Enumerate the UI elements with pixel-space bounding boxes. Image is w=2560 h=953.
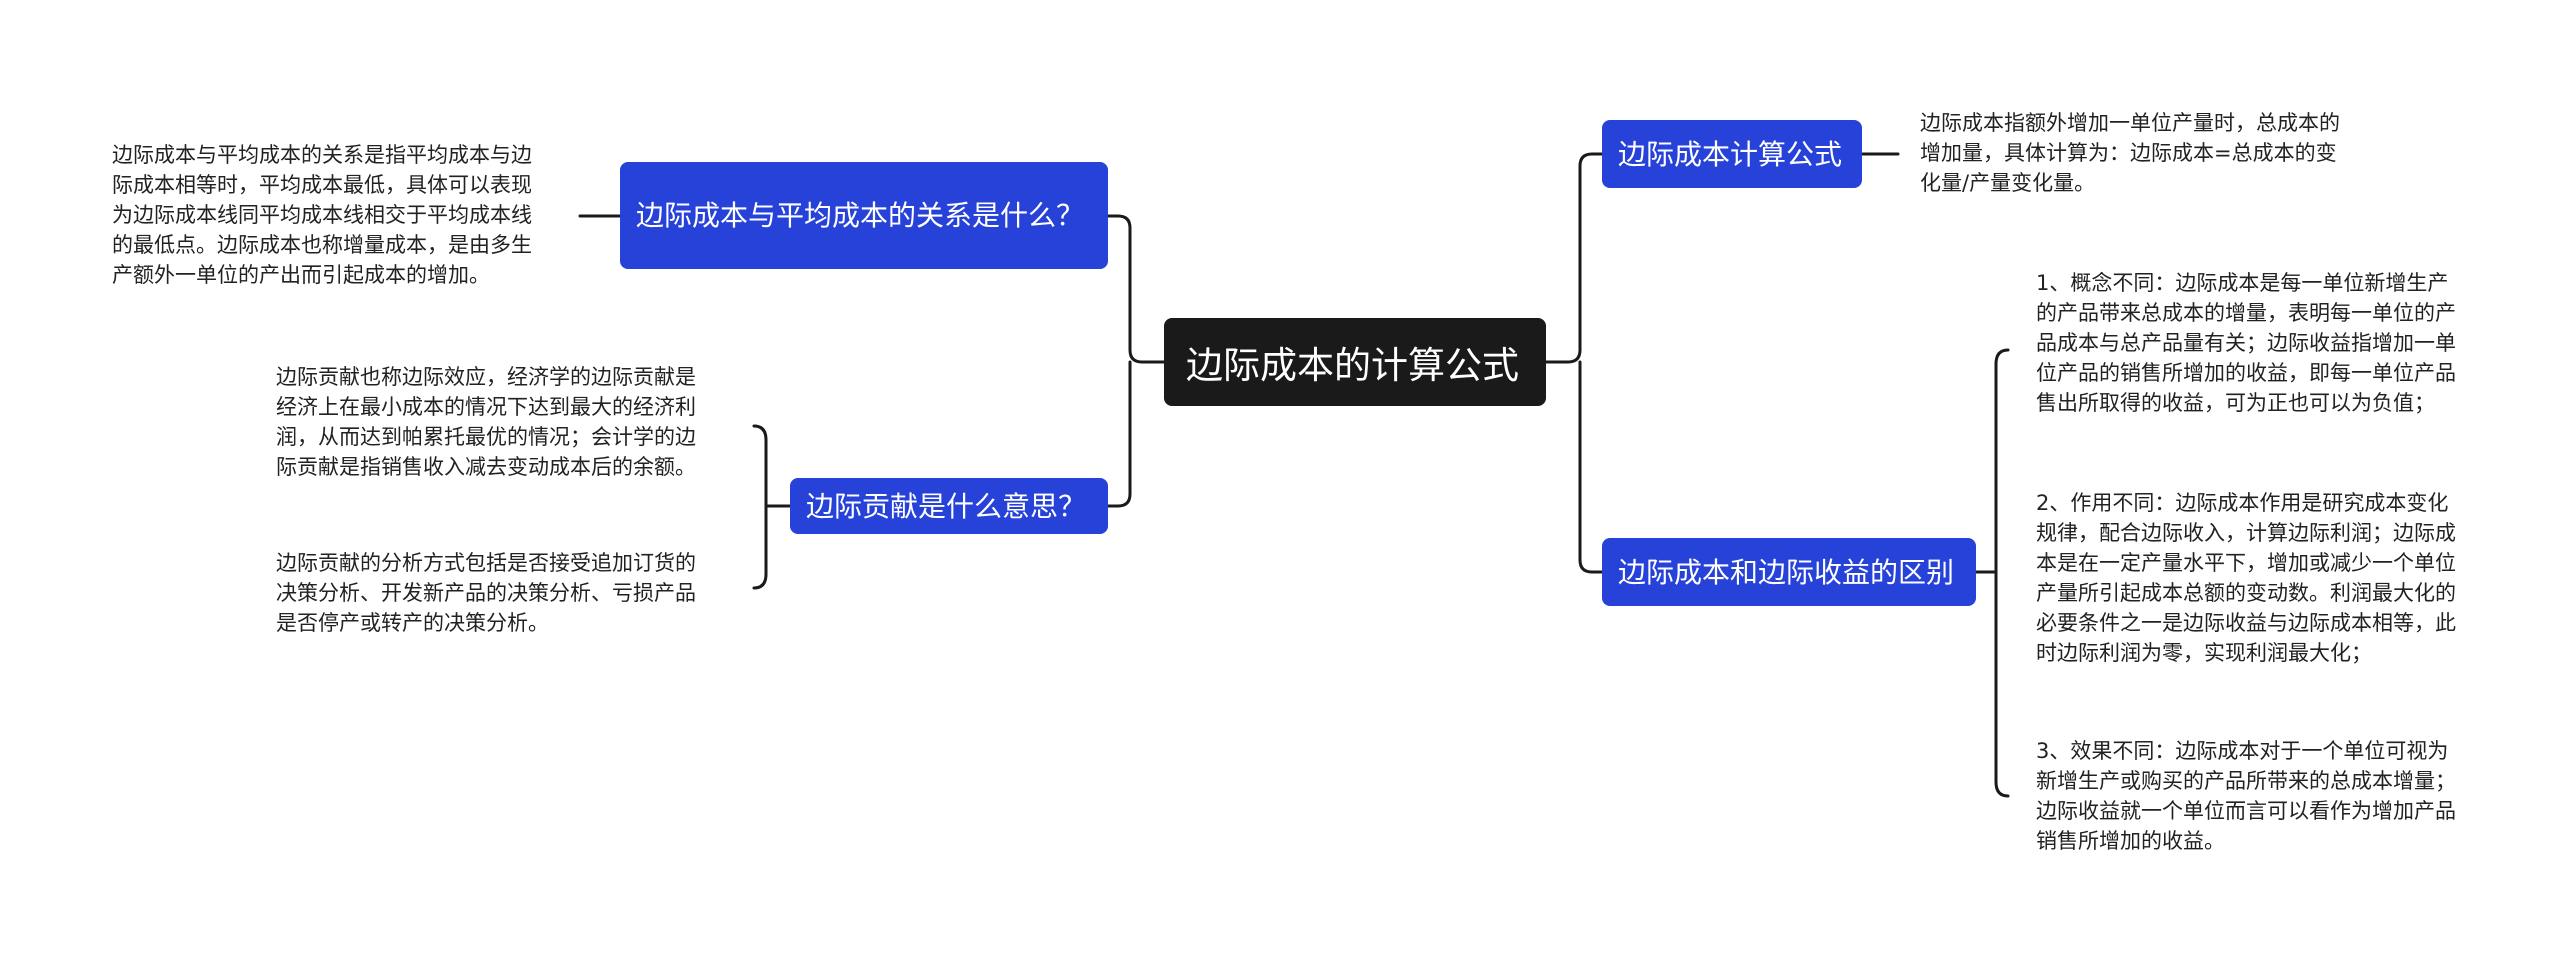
connector-difference-bracket	[1974, 348, 2010, 798]
text-line: 决策分析、开发新产品的决策分析、亏损产品	[276, 581, 696, 605]
connector-root-contribution	[1106, 360, 1132, 508]
text-line: 的产品带来总成本的增量，表明每一单位的产	[2036, 301, 2456, 325]
text-line: 边际成本与平均成本的关系是指平均成本与边	[112, 143, 532, 167]
text-line: 边际贡献的分析方式包括是否接受追加订货的	[276, 551, 696, 575]
leaf-difference-text-1: 1、概念不同：边际成本是每一单位新增生产 的产品带来总成本的增量，表明每一单位的…	[2036, 268, 2506, 418]
text-line: 品成本与总产品量有关；边际收益指增加一单	[2036, 331, 2456, 355]
topic-difference-label: 边际成本和边际收益的区别	[1618, 555, 1955, 589]
root-label: 边际成本的计算公式	[1186, 344, 1519, 387]
text-line: 是否停产或转产的决策分析。	[276, 611, 549, 635]
text-line: 售出所取得的收益，可为正也可以为负值；	[2036, 391, 2435, 415]
text-line: 销售所增加的收益。	[2036, 829, 2225, 853]
text-line: 3、效果不同：边际成本对于一个单位可视为	[2036, 739, 2449, 763]
text-line: 本是在一定产量水平下，增加或减少一个单位	[2036, 551, 2456, 575]
text-line: 际成本相等时，平均成本最低，具体可以表现	[112, 173, 532, 197]
leaf-formula-text: 边际成本指额外增加一单位产量时，总成本的 增加量，具体计算为：边际成本=总成本的…	[1920, 108, 2390, 198]
text-line: 产额外一单位的产出而引起成本的增加。	[112, 263, 490, 287]
text-line: 规律，配合边际收入，计算边际利润；边际成	[2036, 521, 2456, 545]
text-line: 为边际成本线同平均成本线相交于平均成本线	[112, 203, 532, 227]
topic-relation[interactable]: 边际成本与平均成本的关系是什么？	[620, 162, 1108, 269]
text-line: 化量/产量变化量。	[1920, 171, 2096, 195]
topic-formula[interactable]: 边际成本计算公式	[1602, 120, 1862, 188]
topic-relation-label: 边际成本与平均成本的关系是什么？	[636, 199, 1085, 232]
connector-contribution-bracket	[752, 424, 792, 590]
connector-root-formula	[1544, 152, 1604, 364]
leaf-relation-text: 边际成本与平均成本的关系是指平均成本与边 际成本相等时，平均成本最低，具体可以表…	[112, 140, 582, 290]
text-line: 的最低点。边际成本也称增量成本，是由多生	[112, 233, 532, 257]
text-line: 润，从而达到帕累托最优的情况；会计学的边	[276, 425, 696, 449]
text-line: 际贡献是指销售收入减去变动成本后的余额。	[276, 455, 696, 479]
text-line: 增加量，具体计算为：边际成本=总成本的变	[1920, 141, 2337, 165]
text-line: 边际收益就一个单位而言可以看作为增加产品	[2036, 799, 2456, 823]
leaf-contribution-text-2: 边际贡献的分析方式包括是否接受追加订货的 决策分析、开发新产品的决策分析、亏损产…	[276, 548, 746, 638]
topic-formula-label: 边际成本计算公式	[1618, 137, 1843, 171]
leaf-difference-text-2: 2、作用不同：边际成本作用是研究成本变化 规律，配合边际收入，计算边际利润；边际…	[2036, 488, 2506, 668]
leaf-difference-text-3: 3、效果不同：边际成本对于一个单位可视为 新增生产或购买的产品所带来的总成本增量…	[2036, 736, 2506, 856]
text-line: 产量所引起成本总额的变动数。利润最大化的	[2036, 581, 2456, 605]
text-line: 经济上在最小成本的情况下达到最大的经济利	[276, 395, 696, 419]
connector-root-relation	[1106, 214, 1166, 364]
topic-difference[interactable]: 边际成本和边际收益的区别	[1602, 538, 1976, 606]
text-line: 时边际利润为零，实现利润最大化；	[2036, 641, 2372, 665]
text-line: 边际成本指额外增加一单位产量时，总成本的	[1920, 111, 2340, 135]
text-line: 必要条件之一是边际收益与边际成本相等，此	[2036, 611, 2456, 635]
leaf-contribution-text-1: 边际贡献也称边际效应，经济学的边际贡献是 经济上在最小成本的情况下达到最大的经济…	[276, 362, 746, 482]
text-line: 1、概念不同：边际成本是每一单位新增生产	[2036, 271, 2449, 295]
topic-contribution-label: 边际贡献是什么意思？	[806, 489, 1087, 523]
connector-root-difference	[1578, 360, 1604, 574]
text-line: 新增生产或购买的产品所带来的总成本增量；	[2036, 769, 2456, 793]
text-line: 边际贡献也称边际效应，经济学的边际贡献是	[276, 365, 696, 389]
text-line: 位产品的销售所增加的收益，即每一单位产品	[2036, 361, 2456, 385]
text-line: 2、作用不同：边际成本作用是研究成本变化	[2036, 491, 2449, 515]
topic-contribution[interactable]: 边际贡献是什么意思？	[790, 478, 1108, 534]
root-node[interactable]: 边际成本的计算公式	[1164, 318, 1546, 406]
